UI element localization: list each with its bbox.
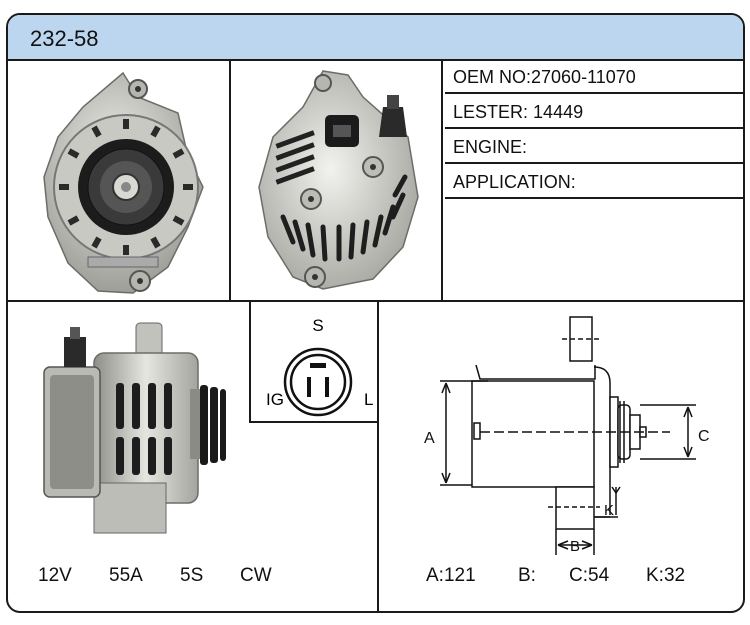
dimension-diagram: A C K B (380, 305, 740, 555)
diagram-label-k: K (604, 502, 614, 519)
connector-label-s: S (312, 316, 323, 335)
spec-row-oem: OEM NO:27060-11070 (445, 61, 743, 94)
spec-row-engine: ENGINE: (445, 131, 743, 164)
rating-pulley: 5S (180, 565, 204, 586)
dimension-a: A:121 (426, 565, 476, 586)
rating-voltage: 12V (38, 565, 72, 586)
diagram-label-b: B (570, 538, 580, 555)
oem-label: OEM NO: (453, 67, 532, 87)
alternator-rear-view (253, 67, 423, 299)
divider (441, 61, 443, 302)
oem-value: 27060-11070 (531, 67, 636, 87)
dimension-c: C:54 (569, 565, 610, 586)
dimension-b: B: (518, 565, 536, 586)
alternator-side-view (30, 313, 230, 538)
plug-pin-ig (307, 377, 311, 397)
divider (8, 300, 743, 302)
diagram-label-c: C (698, 428, 710, 445)
plug-outer-circle (283, 347, 353, 417)
plug-pin-l (325, 377, 329, 397)
application-label: APPLICATION: (453, 172, 576, 192)
divider (249, 421, 379, 423)
alternator-front-view (38, 67, 208, 299)
header-bar: 232-58 (8, 15, 743, 61)
engine-label: ENGINE: (453, 137, 528, 157)
lester-value: 14449 (533, 102, 584, 122)
connector-label-l: L (364, 390, 373, 409)
plug-pin-s (310, 363, 326, 368)
dimension-k: K:32 (646, 565, 686, 586)
plug-inner-circle (289, 353, 347, 411)
connector-diagram: S IG L (252, 305, 377, 421)
spec-row-lester: LESTER: 14449 (445, 96, 743, 129)
rating-rotation: CW (240, 565, 272, 586)
rating-amperage: 55A (109, 565, 143, 586)
part-number-title: 232-58 (30, 26, 99, 51)
connector-label-ig: IG (266, 390, 284, 409)
product-card: 232-58 OEM NO:27060-11070 LESTER: 14449 … (6, 13, 745, 613)
divider (229, 61, 231, 302)
diagram-label-a: A (424, 430, 435, 447)
lester-label: LESTER: (453, 102, 529, 122)
divider (249, 302, 251, 423)
divider (377, 302, 379, 611)
spec-row-application: APPLICATION: (445, 166, 743, 199)
